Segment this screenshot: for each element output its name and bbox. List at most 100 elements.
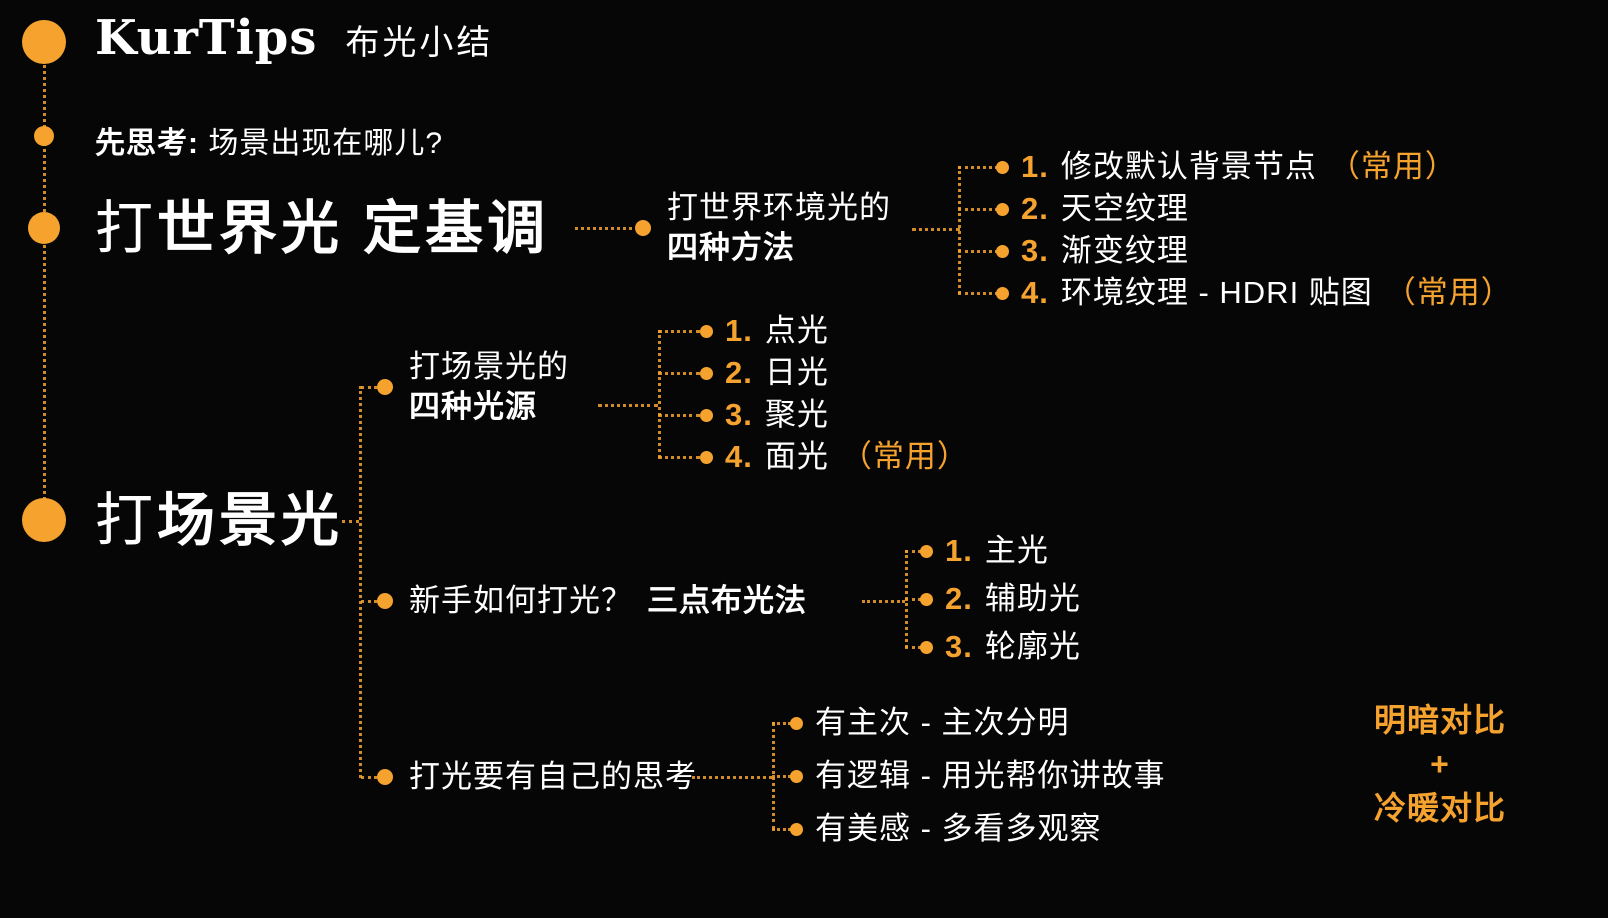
timeline-dot: [22, 20, 66, 64]
item-number: 1.: [1021, 149, 1049, 184]
sources-label-line2: 四种光源: [409, 389, 537, 424]
world-branch-label-line2: 四种方法: [667, 230, 795, 265]
thinking-branch: 打光要有自己的思考: [377, 757, 697, 797]
three-point-label-bold: 三点布光法: [647, 583, 807, 618]
item-number: 3.: [1021, 233, 1049, 268]
item-text: 轮廓光: [984, 629, 1081, 664]
bullet-icon: [700, 366, 713, 380]
connector-line: [958, 292, 998, 295]
item-text: 聚光: [764, 397, 829, 432]
brand-logo-text: KurTips: [95, 10, 318, 66]
item-text: 日光: [764, 355, 829, 390]
connector-line: [905, 550, 921, 553]
bullet-icon: [996, 160, 1009, 174]
timeline-dot: [28, 212, 60, 244]
item-number: 2.: [945, 581, 973, 616]
connector-line: [658, 330, 700, 333]
item-number: 4.: [725, 439, 753, 474]
connector-line: [692, 776, 772, 779]
sources-label-line1: 打场景光的: [409, 349, 569, 384]
list-item: 1. 修改默认背景节点 （常用）: [996, 147, 1457, 187]
three-point-branch: 新手如何打光？ 三点布光法: [377, 581, 807, 621]
three-point-label-regular: 新手如何打光？: [409, 583, 633, 618]
connector-line: [658, 456, 700, 459]
list-item: 3. 聚光: [700, 395, 841, 435]
item-number: 1.: [725, 313, 753, 348]
list-item: 3. 渐变纹理: [996, 231, 1201, 271]
scene-light-heading-prefix: 打: [95, 488, 158, 553]
connector-line: [361, 776, 377, 779]
list-item: 3. 轮廓光: [920, 627, 1081, 667]
bullet-icon: [377, 379, 393, 395]
bullet-icon: [700, 408, 713, 422]
bullet-icon: [996, 286, 1009, 300]
connector-line: [361, 386, 377, 389]
connector-line: [912, 228, 960, 231]
item-text: 点光: [764, 313, 829, 348]
timeline-dot: [34, 126, 54, 146]
item-text: 面光: [764, 439, 829, 474]
thinking-label: 打光要有自己的思考: [409, 759, 697, 794]
bullet-icon: [920, 544, 933, 558]
item-text: 渐变纹理: [1060, 233, 1189, 268]
world-branch-label-line1: 打世界环境光的: [667, 190, 891, 225]
contrast-note-line2: 冷暖对比: [1373, 790, 1506, 826]
list-item: 4. 环境纹理 - HDRI 贴图 （常用）: [996, 273, 1513, 313]
world-light-heading-prefix: 打: [95, 196, 158, 261]
connector-line: [905, 598, 921, 601]
scene-light-heading: 打场景光: [95, 488, 343, 554]
list-item: 有主次 - 主次分明: [790, 703, 1070, 743]
connector-line: [958, 166, 998, 169]
list-item: 2. 日光: [700, 353, 841, 393]
intro-question: 场景出现在哪儿?: [199, 127, 444, 160]
item-tag: （常用）: [1328, 149, 1457, 184]
world-light-branch: 打世界环境光的 四种方法: [635, 188, 891, 268]
item-number: 2.: [725, 355, 753, 390]
item-number: 3.: [945, 629, 973, 664]
bullet-icon: [920, 592, 933, 606]
list-item: 1. 点光: [700, 311, 841, 351]
connector-line: [43, 60, 46, 505]
bullet-icon: [790, 716, 803, 730]
connector-line: [361, 600, 377, 603]
item-number: 1.: [945, 533, 973, 568]
connector-line: [958, 208, 998, 211]
list-item: 2. 天空纹理: [996, 189, 1201, 229]
list-item: 有逻辑 - 用光帮你讲故事: [790, 756, 1166, 796]
connector-line: [958, 166, 961, 294]
list-item: 2. 辅助光: [920, 579, 1081, 619]
connector-line: [772, 722, 791, 725]
bullet-icon: [790, 769, 803, 783]
connector-line: [658, 414, 700, 417]
contrast-note: 明暗对比 + 冷暖对比: [1340, 698, 1540, 830]
intro-lead: 先思考:: [95, 127, 199, 160]
item-tag: （常用）: [840, 439, 969, 474]
connector-line: [862, 600, 905, 603]
item-text: 有主次 - 主次分明: [815, 705, 1070, 740]
intro-line: 先思考: 场景出现在哪儿?: [95, 118, 443, 162]
connector-line: [772, 828, 791, 831]
light-sources-branch: 打场景光的 四种光源: [377, 347, 569, 427]
bullet-icon: [700, 450, 713, 464]
scene-light-heading-emphasis: 场景光: [157, 488, 344, 553]
bullet-icon: [377, 593, 393, 609]
connector-line: [342, 520, 359, 523]
contrast-note-line1: 明暗对比: [1373, 702, 1506, 738]
item-text: 天空纹理: [1060, 191, 1189, 226]
item-text: 修改默认背景节点: [1060, 149, 1317, 184]
item-text: 有美感 - 多看多观察: [815, 811, 1102, 846]
bullet-icon: [635, 220, 651, 236]
item-tag: （常用）: [1384, 275, 1513, 310]
item-text: 辅助光: [984, 581, 1081, 616]
list-item: 4. 面光 （常用）: [700, 437, 969, 477]
page-title: 布光小结: [345, 24, 494, 62]
list-item: 1. 主光: [920, 531, 1049, 571]
connector-line: [598, 404, 658, 407]
item-text: 主光: [984, 533, 1049, 568]
bullet-icon: [700, 324, 713, 338]
connector-line: [958, 250, 998, 253]
bullet-icon: [920, 640, 933, 654]
item-number: 4.: [1021, 275, 1049, 310]
item-text: 环境纹理 - HDRI 贴图: [1060, 275, 1373, 310]
